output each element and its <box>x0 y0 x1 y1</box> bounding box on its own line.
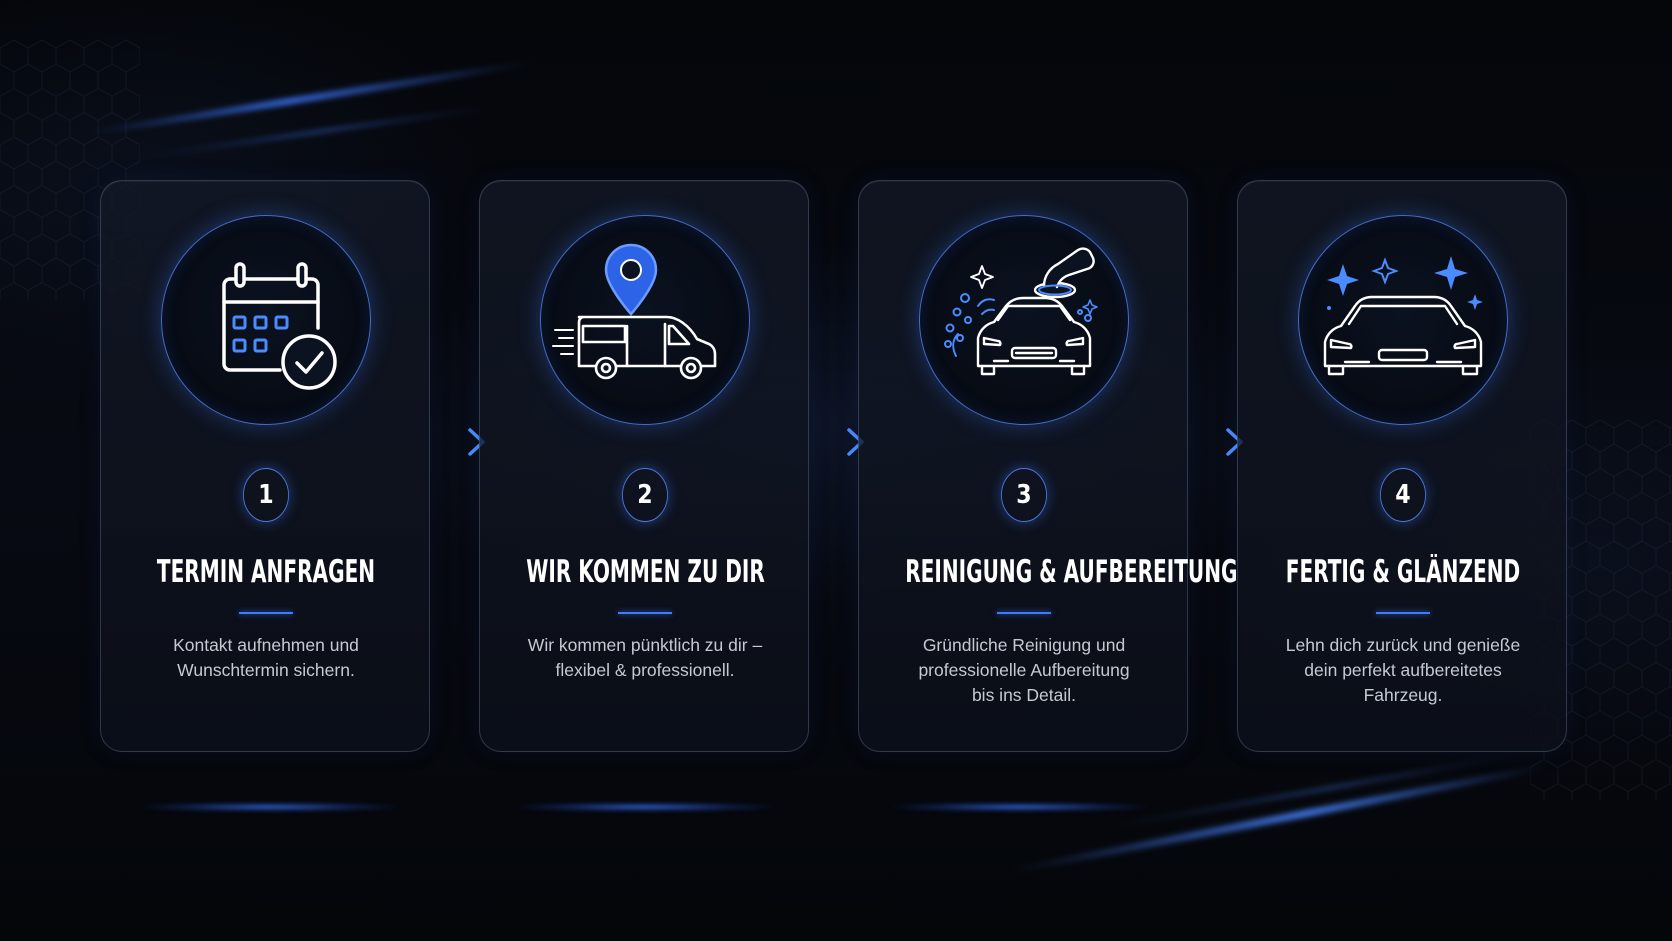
calendar-check-icon <box>222 262 337 390</box>
step-card-4: 4 FERTIG & GLÄNZEND Lehn dich zurück und… <box>1237 180 1567 752</box>
step-description: Gründliche Reinigung und professionelle … <box>918 635 1130 705</box>
step-number: 3 <box>1016 480 1032 510</box>
step-title: REINIGUNG & AUFBEREITUNG <box>905 554 1238 590</box>
icon-circle <box>540 215 750 425</box>
arrow-right-icon <box>370 428 485 456</box>
step-card-1: 1 TERMIN ANFRAGEN Kontakt aufnehmen und … <box>100 180 430 752</box>
van-location-pin-icon <box>552 243 717 380</box>
icon-circle <box>919 215 1129 425</box>
step-number-badge: 4 <box>1380 468 1426 522</box>
divider <box>1376 612 1430 614</box>
step-card-2: 2 WIR KOMMEN ZU DIR Wir kommen pünktlich… <box>479 180 809 752</box>
floor-glow <box>890 803 1150 811</box>
step-title: FERTIG & GLÄNZEND <box>1285 554 1521 590</box>
divider <box>618 612 672 614</box>
step-number: 4 <box>1395 480 1411 510</box>
floor-glow <box>515 803 775 811</box>
icon-circle <box>1298 215 1508 425</box>
step-description: Wir kommen pünktlich zu dir – flexibel &… <box>527 635 763 680</box>
floor-glow <box>140 803 400 811</box>
step-number-badge: 1 <box>243 468 289 522</box>
step-number: 2 <box>637 480 653 510</box>
step-card-3: 3 REINIGUNG & AUFBEREITUNG Gründliche Re… <box>858 180 1238 752</box>
step-description: Lehn dich zurück und genieße dein perfek… <box>1285 635 1521 705</box>
step-number-badge: 2 <box>622 468 668 522</box>
shiny-car-icon <box>1323 256 1483 376</box>
step-title: TERMIN ANFRAGEN <box>156 554 376 590</box>
car-polisher-icon <box>944 247 1098 376</box>
divider <box>239 612 293 614</box>
arrow-right-icon <box>749 428 864 456</box>
step-number-badge: 3 <box>1001 468 1047 522</box>
step-description: Kontakt aufnehmen und Wunschtermin siche… <box>173 635 359 680</box>
step-number: 1 <box>258 480 274 510</box>
step-title: WIR KOMMEN ZU DIR <box>526 554 765 590</box>
arrow-right-icon <box>1128 428 1243 456</box>
divider <box>997 612 1051 614</box>
icon-circle <box>161 215 371 425</box>
